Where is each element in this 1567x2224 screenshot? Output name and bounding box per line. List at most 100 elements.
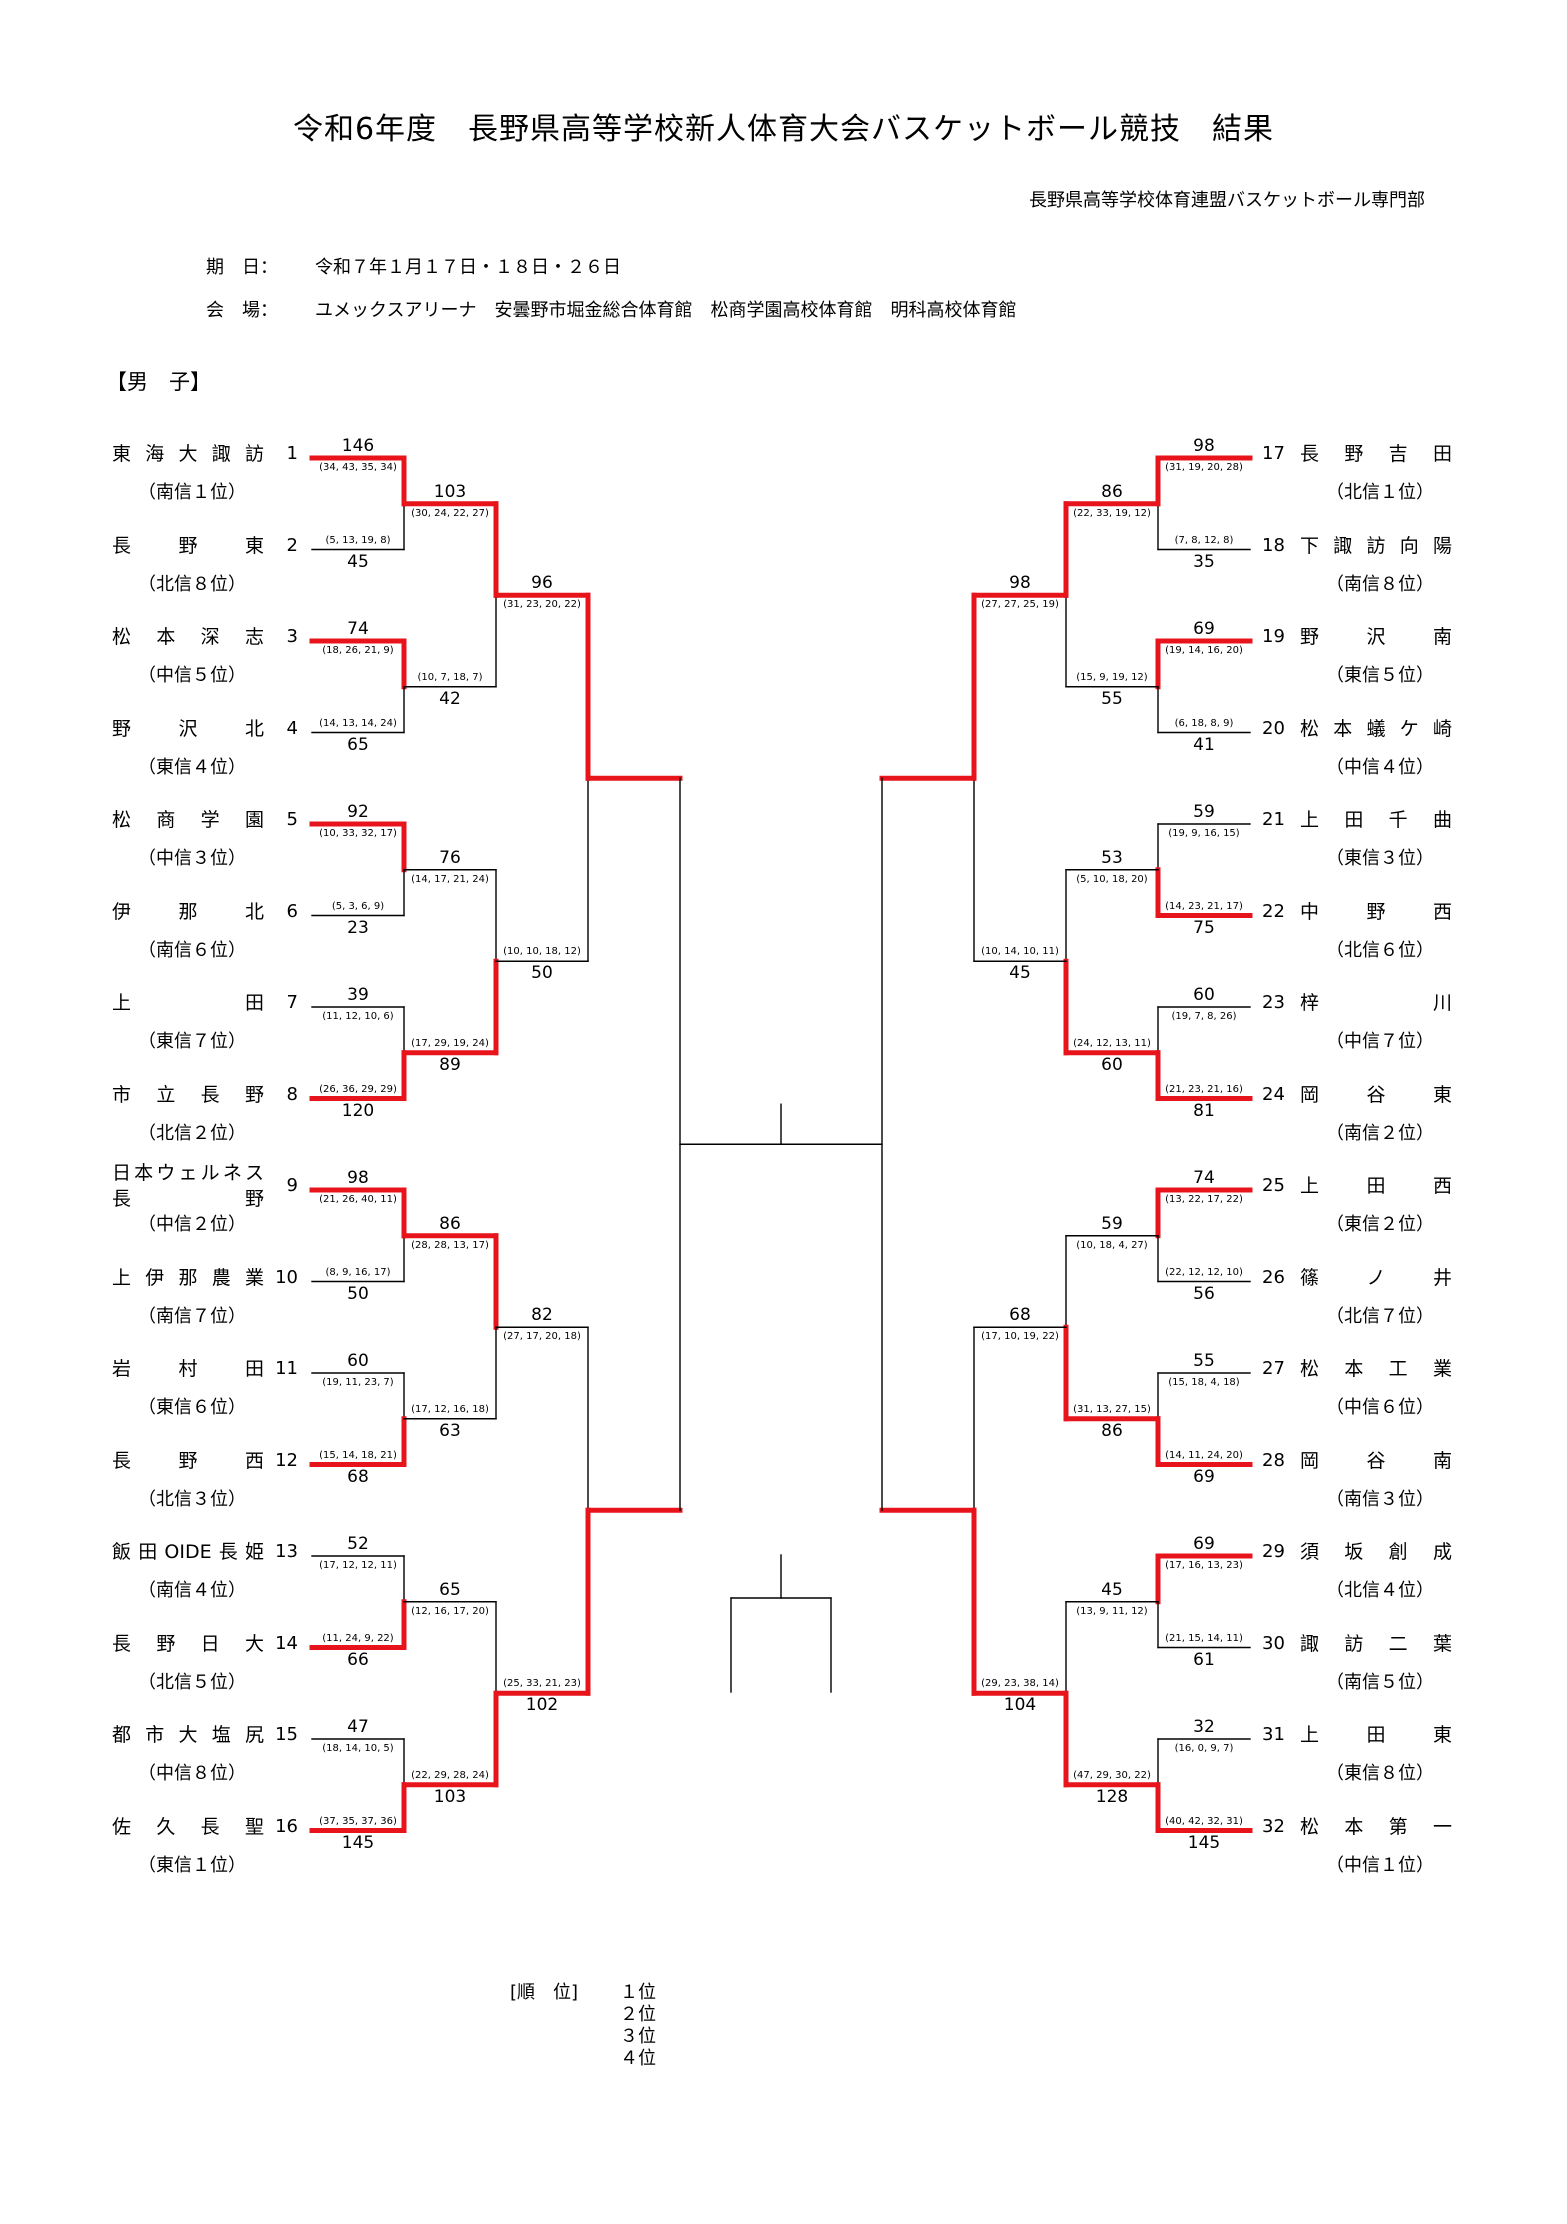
- r3-game-3-quarters-a: (27, 27, 25, 19): [981, 599, 1059, 611]
- r1-game-14-quarters-b: (14, 11, 24, 20): [1165, 1449, 1243, 1461]
- r1-game-2-score-a: 74: [347, 619, 369, 639]
- r1-game-1-score-b: 45: [347, 551, 369, 572]
- team-seed-15: （中信８位）: [138, 1763, 246, 1784]
- r2-game-3-quarters-a: (28, 28, 13, 17): [411, 1239, 489, 1251]
- r3-game-3-score-a: 98: [1009, 573, 1031, 594]
- r1-game-5-score-b: 50: [347, 1283, 369, 1304]
- team-number-30: 30: [1262, 1632, 1285, 1654]
- r1-game-5-quarters-a: (21, 26, 40, 11): [319, 1194, 397, 1205]
- r1-game-12-quarters-b: (21, 23, 21, 16): [1165, 1083, 1243, 1095]
- r1-game-9-score-b: 35: [1193, 551, 1215, 572]
- r1-game-12-quarters-a: (19, 7, 8, 26): [1171, 1011, 1237, 1022]
- r2-game-8-quarters-a: (13, 9, 11, 12): [1076, 1605, 1148, 1617]
- r3-game-2-quarters-b: (25, 33, 21, 23): [503, 1678, 581, 1690]
- team-name-22: 中野西: [1300, 900, 1452, 923]
- team-number-12: 12: [275, 1449, 298, 1471]
- team-number-2: 2: [286, 534, 298, 556]
- team-seed-17: （北信１位）: [1326, 482, 1434, 503]
- r2-game-7-quarters-b: (31, 13, 27, 15): [1073, 1403, 1151, 1415]
- r1-game-7-score-b: 66: [347, 1649, 369, 1670]
- r1-game-1-quarters-b: (5, 13, 19, 8): [325, 534, 391, 546]
- venue-label: 会 場：: [206, 300, 278, 321]
- r1-game-8-quarters-b: (37, 35, 37, 36): [319, 1815, 397, 1827]
- team-number-3: 3: [286, 626, 298, 647]
- r1-game-14-quarters-a: (15, 18, 4, 18): [1168, 1377, 1240, 1388]
- team-number-8: 8: [286, 1083, 298, 1105]
- date-value: 令和７年１月１７日・１８日・２６日: [315, 257, 621, 278]
- r3-game-4-score-a: 68: [1009, 1305, 1031, 1326]
- team-name-7: 上田: [112, 992, 264, 1014]
- r1-game-13-score-a: 74: [1193, 1168, 1215, 1188]
- r1-game-7-quarters-b: (11, 24, 9, 22): [322, 1632, 394, 1644]
- ranking-label: [順 位]: [510, 1982, 579, 2003]
- r1-game-3-quarters-a: (10, 33, 32, 17): [319, 828, 397, 839]
- team-number-17: 17: [1262, 443, 1285, 464]
- team-number-16: 16: [275, 1815, 298, 1837]
- r1-game-16-quarters-b: (40, 42, 32, 31): [1165, 1815, 1243, 1827]
- team-number-29: 29: [1262, 1541, 1285, 1562]
- team-number-14: 14: [275, 1632, 298, 1654]
- team-seed-23: （中信７位）: [1326, 1031, 1434, 1052]
- r1-game-16-score-a: 32: [1193, 1717, 1215, 1737]
- r1-game-4-quarters-a: (11, 12, 10, 6): [322, 1011, 394, 1022]
- team-number-26: 26: [1262, 1266, 1285, 1288]
- team-number-27: 27: [1262, 1358, 1285, 1379]
- r2-game-7-score-b: 86: [1101, 1420, 1123, 1441]
- team-seed-5: （中信３位）: [138, 848, 246, 869]
- r1-game-10-score-b: 41: [1193, 734, 1215, 755]
- page-title: 令和6年度 長野県高等学校新人体育大会バスケットボール競技 結果: [292, 112, 1275, 147]
- r2-game-6-score-b: 60: [1101, 1054, 1123, 1075]
- team-name-17: 長野吉田: [1300, 443, 1452, 465]
- team-number-21: 21: [1262, 809, 1285, 830]
- team-number-11: 11: [275, 1358, 298, 1379]
- r1-game-9-score-a: 98: [1193, 436, 1215, 456]
- team-name-2: 長野東: [112, 534, 264, 557]
- team-name-25: 上田西: [1300, 1175, 1452, 1197]
- r2-game-1-score-b: 42: [439, 688, 461, 709]
- team-seed-22: （北信６位）: [1326, 939, 1434, 961]
- team-name2-9: 長野: [112, 1188, 264, 1210]
- r1-game-8-score-b: 145: [341, 1832, 375, 1853]
- team-name-23: 梓川: [1300, 992, 1452, 1014]
- r1-game-9-quarters-a: (31, 19, 20, 28): [1165, 462, 1243, 473]
- r1-game-7-score-a: 52: [347, 1534, 369, 1554]
- team-seed-27: （中信６位）: [1326, 1397, 1434, 1418]
- ranking-place-4: ４位: [620, 2048, 656, 2069]
- team-number-1: 1: [286, 443, 298, 464]
- r1-game-13-quarters-a: (13, 22, 17, 22): [1165, 1194, 1243, 1205]
- r2-game-2-quarters-a: (14, 17, 21, 24): [411, 873, 489, 885]
- team-number-13: 13: [275, 1541, 298, 1562]
- team-name-32: 松本第一: [1300, 1815, 1452, 1838]
- team-name-3: 松本深志: [112, 626, 264, 648]
- team-name-27: 松本工業: [1300, 1358, 1452, 1380]
- r1-game-16-score-b: 145: [1187, 1832, 1221, 1853]
- r1-game-8-quarters-a: (18, 14, 10, 5): [322, 1743, 394, 1754]
- team-name-11: 岩村田: [112, 1358, 264, 1380]
- team-name-1: 東海大諏訪: [112, 443, 264, 465]
- team-seed-3: （中信５位）: [138, 665, 246, 686]
- organizer: 長野県高等学校体育連盟バスケットボール専門部: [1029, 190, 1425, 211]
- r1-game-6-score-b: 68: [347, 1466, 369, 1487]
- r1-game-15-score-b: 61: [1193, 1649, 1215, 1670]
- r1-game-6-quarters-a: (19, 11, 23, 7): [322, 1377, 394, 1388]
- r1-game-11-quarters-a: (19, 9, 16, 15): [1168, 828, 1240, 839]
- team-name-18: 下諏訪向陽: [1300, 534, 1452, 557]
- r1-game-11-quarters-b: (14, 23, 21, 17): [1165, 900, 1243, 912]
- team-seed-4: （東信４位）: [138, 756, 246, 778]
- team-number-4: 4: [286, 717, 298, 739]
- team-name-9: 日本ウェルネス: [112, 1162, 264, 1184]
- team-name-30: 諏訪二葉: [1300, 1632, 1452, 1655]
- r3-game-2-score-b: 102: [525, 1695, 559, 1716]
- r2-game-4-quarters-a: (12, 16, 17, 20): [411, 1605, 489, 1617]
- r1-game-4-score-a: 39: [347, 985, 369, 1005]
- r1-game-5-score-a: 98: [347, 1168, 369, 1188]
- team-seed-30: （南信５位）: [1326, 1671, 1434, 1693]
- r2-game-2-score-b: 89: [439, 1054, 461, 1075]
- team-seed-28: （南信３位）: [1326, 1488, 1434, 1510]
- r1-game-1-score-a: 146: [341, 436, 375, 456]
- team-seed-20: （中信４位）: [1326, 756, 1434, 778]
- team-seed-14: （北信５位）: [138, 1671, 246, 1693]
- r3-game-2-score-a: 82: [531, 1305, 553, 1326]
- team-seed-29: （北信４位）: [1326, 1580, 1434, 1601]
- ranking-place-3: ３位: [620, 2026, 656, 2047]
